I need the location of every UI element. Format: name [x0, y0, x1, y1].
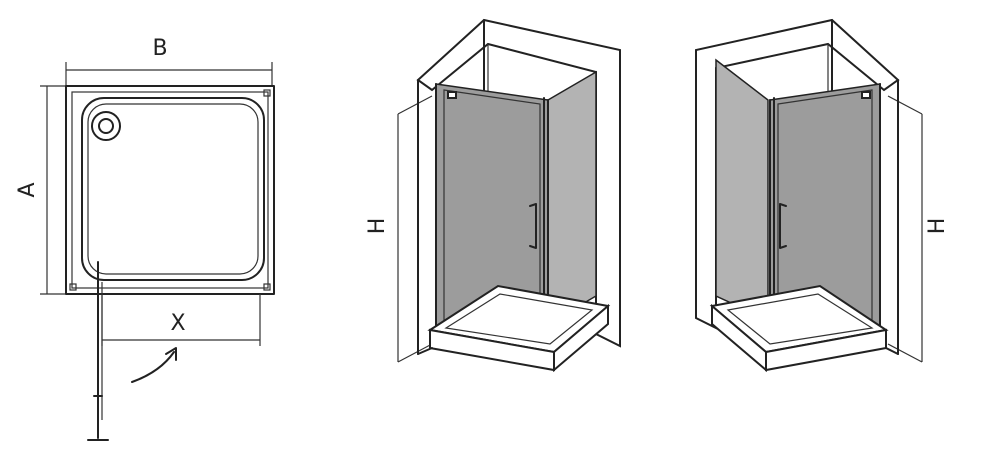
- dimension-h-left: H: [365, 95, 433, 363]
- top-view-plan: B A: [15, 36, 275, 441]
- glass-panel-side: [547, 70, 597, 326]
- enclosure-view-right: H: [695, 18, 950, 373]
- label-h-right: H: [925, 218, 950, 235]
- dimension-x: X: [101, 294, 261, 346]
- shower-tray-basin: [81, 97, 265, 281]
- label-b: B: [152, 36, 167, 61]
- dimension-h-right: H: [887, 95, 950, 363]
- label-a: A: [15, 182, 40, 197]
- drain-icon: [91, 111, 121, 141]
- door-swing: [87, 261, 177, 441]
- enclosure-view-left: H: [365, 18, 621, 373]
- hinge-icon: [447, 91, 457, 99]
- label-h-left: H: [365, 218, 390, 235]
- shower-tray-outline: [65, 85, 275, 295]
- door-handle-icon-right: [779, 203, 787, 249]
- hinge-icon-right: [861, 91, 871, 99]
- dimension-b: B: [65, 36, 273, 86]
- dimension-a: A: [15, 85, 66, 295]
- door-handle-icon: [529, 203, 537, 249]
- label-x: X: [170, 311, 185, 336]
- glass-panel-side-right: [715, 58, 769, 322]
